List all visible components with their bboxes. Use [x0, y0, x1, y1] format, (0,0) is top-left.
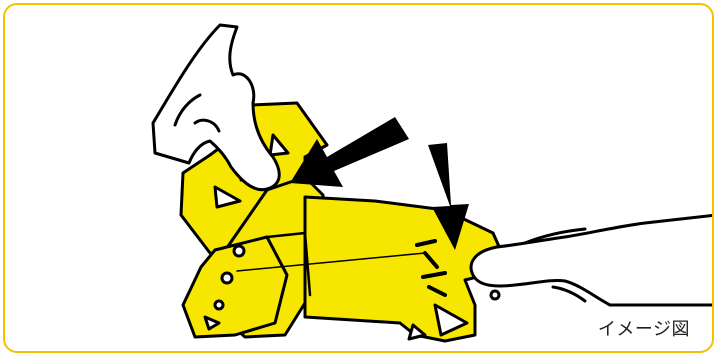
- illustration: [5, 5, 714, 353]
- hand-right-icon: [471, 215, 714, 305]
- caption: イメージ図: [598, 315, 690, 341]
- illustration-frame: イメージ図: [3, 3, 714, 353]
